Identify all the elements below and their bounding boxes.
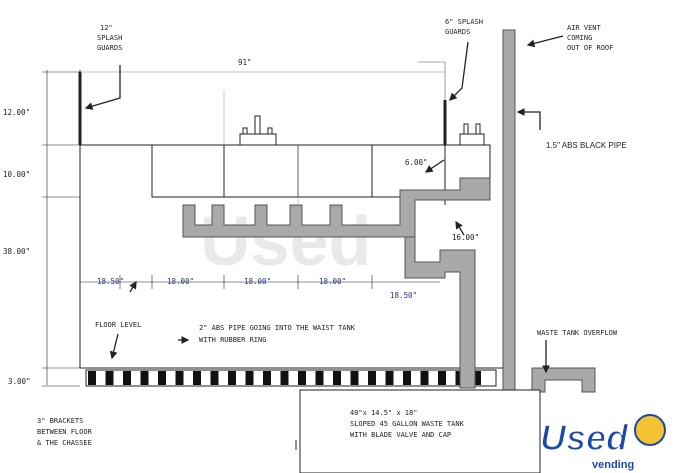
label-abs-black-pipe: 1.5" ABS BLACK PIPE bbox=[546, 141, 627, 150]
svg-text:& THE CHASSEE: & THE CHASSEE bbox=[37, 439, 92, 447]
svg-text:GUARDS: GUARDS bbox=[445, 28, 470, 36]
label-dim-12: 12.00" bbox=[3, 108, 30, 117]
overflow-pipe bbox=[531, 367, 596, 393]
logo-pig-icon bbox=[634, 414, 666, 446]
label-waste-tank: 40"x 14.5" x 18" SLOPED 45 GALLON WASTE … bbox=[350, 409, 465, 439]
bracket-block bbox=[140, 371, 149, 385]
bracket-block bbox=[263, 371, 271, 385]
label-dim-38: 38.00" bbox=[3, 247, 30, 256]
svg-text:WITH BLADE VALVE AND CAP: WITH BLADE VALVE AND CAP bbox=[350, 431, 451, 439]
svg-text:BETWEEN FLOOR: BETWEEN FLOOR bbox=[37, 428, 93, 436]
bracket-block bbox=[315, 371, 324, 385]
used-vending-logo: Used vending bbox=[539, 414, 666, 471]
label-floor-level: FLOOR LEVEL bbox=[95, 321, 141, 329]
label-splash-12: 12" SPLASH GUARDS bbox=[97, 24, 122, 52]
svg-text:AIR VENT: AIR VENT bbox=[567, 24, 602, 32]
bracket-block bbox=[473, 371, 481, 385]
label-dim-10: 10.00" bbox=[3, 170, 30, 179]
label-dim-3: 3.00" bbox=[8, 377, 31, 386]
bracket-block bbox=[88, 371, 96, 385]
bracket-block bbox=[245, 371, 254, 385]
svg-text:COMING: COMING bbox=[567, 34, 592, 42]
bracket-block bbox=[350, 371, 359, 385]
sink-compartments bbox=[151, 90, 446, 215]
spacing-dimension-line bbox=[80, 275, 440, 289]
svg-text:3" BRACKETS: 3" BRACKETS bbox=[37, 417, 83, 425]
faucet-main bbox=[239, 115, 277, 146]
bracket-block bbox=[193, 371, 201, 385]
leader-arrows bbox=[84, 35, 564, 374]
svg-text:GUARDS: GUARDS bbox=[97, 44, 122, 52]
label-air-vent: AIR VENT COMING OUT OF ROOF bbox=[567, 24, 613, 52]
bracket-block bbox=[420, 371, 429, 385]
svg-text:6" SPLASH: 6" SPLASH bbox=[445, 18, 483, 26]
bracket-block bbox=[123, 371, 131, 385]
svg-text:2" ABS PIPE GOING INTO THE WAI: 2" ABS PIPE GOING INTO THE WAIST TANK bbox=[199, 324, 356, 332]
svg-text:WITH RUBBER RING: WITH RUBBER RING bbox=[199, 336, 266, 344]
bracket-block bbox=[280, 371, 289, 385]
spacing-label-3: 18.00" bbox=[244, 277, 271, 286]
bracket-block bbox=[210, 371, 219, 385]
bracket-block bbox=[403, 371, 411, 385]
spacing-label-2: 18.00" bbox=[167, 277, 194, 286]
svg-text:SLOPED 45 GALLON WASTE TANK: SLOPED 45 GALLON WASTE TANK bbox=[350, 420, 465, 428]
waste-tank bbox=[299, 389, 541, 473]
bracket-block bbox=[158, 371, 166, 385]
svg-text:OUT OF ROOF: OUT OF ROOF bbox=[567, 44, 613, 52]
bracket-block bbox=[385, 371, 394, 385]
bracket-block bbox=[368, 371, 376, 385]
label-abs-pipe-note: 2" ABS PIPE GOING INTO THE WAIST TANK WI… bbox=[199, 324, 356, 344]
svg-text:Used: Used bbox=[540, 417, 629, 458]
svg-text:40"x 14.5" x 18": 40"x 14.5" x 18" bbox=[350, 409, 417, 417]
vent-pipe bbox=[502, 29, 516, 391]
faucet-hand-sink bbox=[459, 123, 485, 146]
spacing-label-4: 18.00" bbox=[319, 277, 346, 286]
spacing-label-1: 18.50" bbox=[97, 277, 124, 286]
bracket-block bbox=[105, 371, 114, 385]
spacing-label-5: 18.50" bbox=[390, 291, 417, 300]
drain-pipes bbox=[182, 177, 491, 389]
bracket-block bbox=[333, 371, 341, 385]
svg-text:SPLASH: SPLASH bbox=[97, 34, 122, 42]
label-dim-16: 16.00" bbox=[452, 233, 479, 242]
svg-text:12": 12" bbox=[100, 24, 113, 32]
bracket-block bbox=[228, 371, 236, 385]
svg-text:vending: vending bbox=[592, 459, 634, 471]
label-brackets: 3" BRACKETS BETWEEN FLOOR & THE CHASSEE bbox=[37, 417, 93, 447]
label-dim-6: 6.00" bbox=[405, 158, 428, 167]
watermark: Used bbox=[200, 202, 371, 280]
svg-text:Used: Used bbox=[200, 202, 371, 280]
bracket-blocks bbox=[88, 371, 481, 385]
label-top-width: 91" bbox=[238, 58, 252, 67]
label-splash-6: 6" SPLASH GUARDS bbox=[445, 18, 483, 36]
bracket-block bbox=[438, 371, 446, 385]
bracket-block bbox=[175, 371, 184, 385]
bracket-block bbox=[298, 371, 306, 385]
label-waste-overflow: WASTE TANK OVERFLOW bbox=[537, 329, 618, 337]
